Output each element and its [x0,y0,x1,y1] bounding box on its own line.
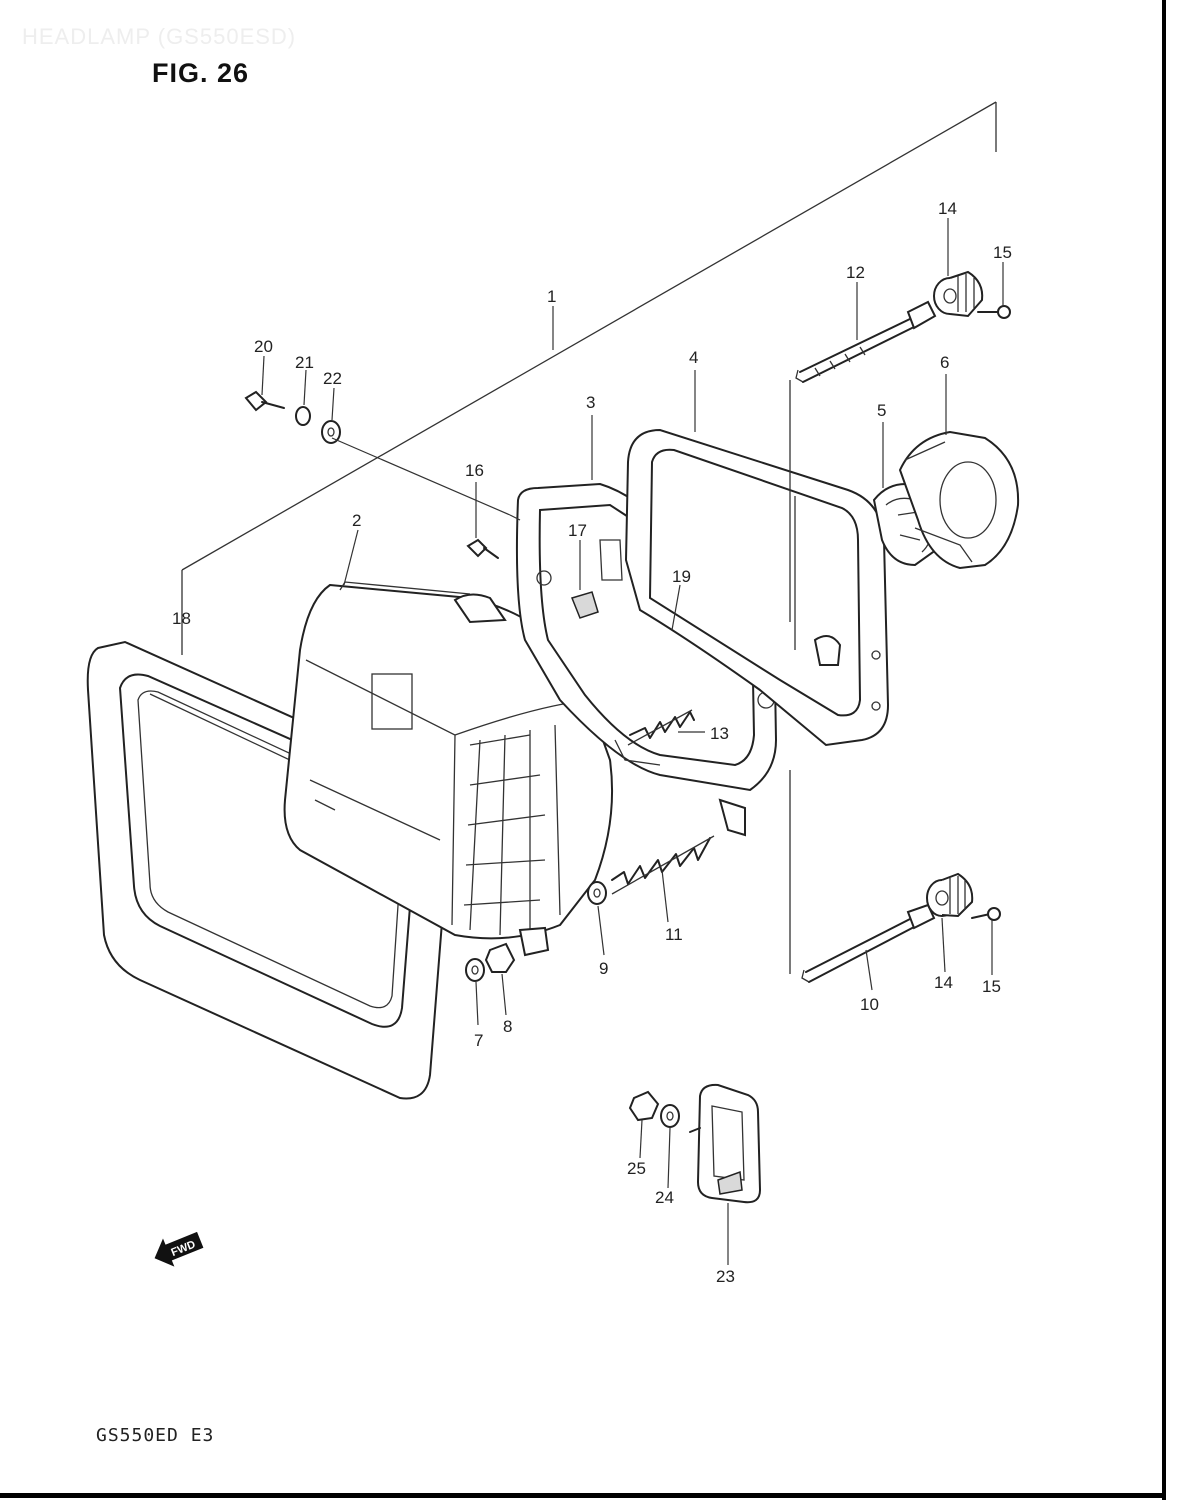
leader-lines [261,218,1004,1265]
lower-spring [611,835,715,895]
callout-3: 3 [586,393,595,412]
figure-title: FIG. 26 [152,58,250,88]
callout-10: 10 [860,995,879,1014]
lower-adjusting-screw [971,907,1001,921]
callout-labels: 1 2 3 4 5 6 7 8 9 10 11 12 13 14 15 14 1… [172,199,1012,1286]
lock-washer [295,406,311,426]
callout-15-upper: 15 [993,243,1012,262]
rim-washer [465,958,485,982]
callout-24: 24 [655,1188,674,1207]
mounting-screw [466,538,499,559]
dust-cover [898,430,1020,570]
washer [587,881,607,905]
plain-washer [321,420,341,444]
headlamp-housing [624,428,890,747]
callout-6: 6 [940,353,949,372]
callout-2: 2 [352,511,361,530]
fixing-bolt [244,390,285,412]
lower-adjusting-bolt [801,903,936,983]
reflector [689,1083,762,1204]
callout-13: 13 [710,724,729,743]
callout-17: 17 [568,521,587,540]
reflector-washer [660,1104,680,1128]
callout-21: 21 [295,353,314,372]
callout-22: 22 [323,369,342,388]
model-code-footer: GS550ED E3 [96,1425,215,1446]
callout-1: 1 [547,287,556,306]
callout-5: 5 [877,401,886,420]
forward-direction-arrow-icon: FWD [154,1231,204,1267]
callout-16: 16 [465,461,484,480]
callout-19: 19 [672,567,691,586]
callout-15-lower: 15 [982,977,1001,996]
page-right-border [1162,0,1166,1500]
callout-14-upper: 14 [938,199,957,218]
wire-connector [570,591,599,619]
rim-nut [484,942,516,973]
callout-25: 25 [627,1159,646,1178]
callout-11: 11 [665,925,683,944]
page-bottom-border [0,1493,1166,1498]
callout-12: 12 [846,263,865,282]
callout-14-lower: 14 [934,973,953,992]
assembly-bracket-line [181,101,997,655]
upper-spring [627,709,695,746]
reflector-nut [628,1090,660,1122]
upper-adjusting-screw [977,305,1011,319]
callout-20: 20 [254,337,273,356]
lower-adjusting-nut [926,872,974,918]
callout-8: 8 [503,1017,512,1036]
upper-adjusting-bolt [795,300,937,383]
callout-7: 7 [474,1031,483,1050]
upper-adjusting-nut [933,270,984,318]
callout-23: 23 [716,1267,735,1286]
callout-4: 4 [689,348,698,367]
callout-18: 18 [172,609,191,628]
faint-header-title: HEADLAMP (GS550ESD) [22,24,297,49]
callout-9: 9 [599,959,608,978]
